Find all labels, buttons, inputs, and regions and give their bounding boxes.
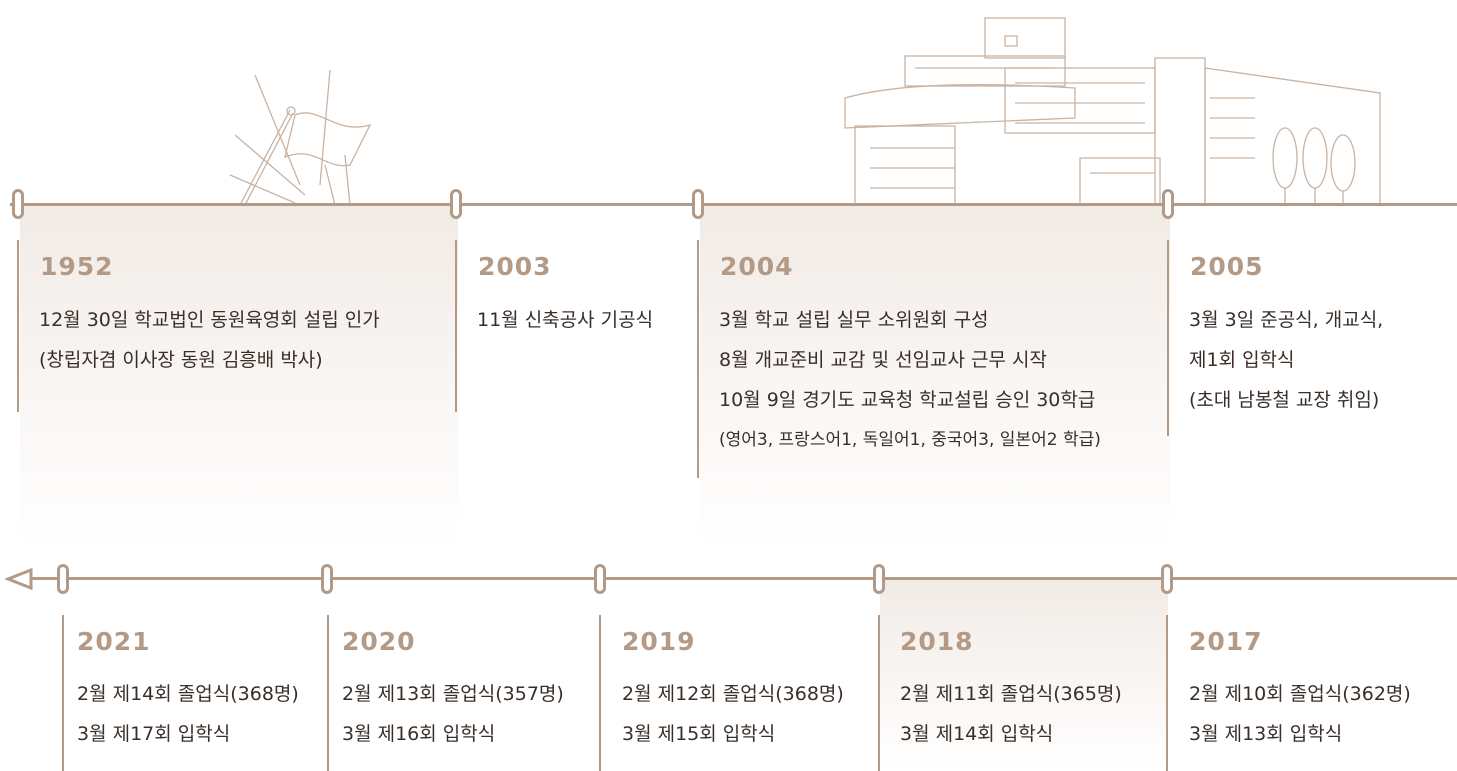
timeline-node — [57, 564, 69, 594]
timeline-node — [1161, 564, 1173, 594]
event-line: 10월 9일 경기도 교육청 학교설립 승인 30학급 — [719, 389, 1096, 411]
event-line: (영어3, 프랑스어1, 독일어1, 중국어3, 일본어2 학급) — [719, 430, 1101, 450]
event-line: 3월 3일 준공식, 개교식, — [1189, 309, 1384, 331]
event-list: 12월 30일 학교법인 동원육영회 설립 인가 (창립자겸 이사장 동원 김흥… — [39, 300, 380, 380]
timeline-node — [692, 189, 704, 219]
event-line: 12월 30일 학교법인 동원육영회 설립 인가 — [39, 309, 380, 331]
timeline-node — [12, 189, 24, 219]
year-label: 1952 — [40, 252, 114, 281]
event-line: 3월 제16회 입학식 — [342, 723, 496, 745]
highlight-2004 — [700, 206, 1170, 546]
year-label: 2004 — [720, 252, 794, 281]
event-list: 3월 3일 준공식, 개교식, 제1회 입학식 (초대 남봉철 교장 취임) — [1189, 300, 1383, 420]
event-line: 3월 제14회 입학식 — [900, 723, 1054, 745]
timeline-node — [873, 564, 885, 594]
event-list: 2월 제11회 졸업식(365명) 3월 제14회 입학식 — [900, 674, 1122, 754]
year-label: 2021 — [77, 627, 151, 656]
timeline-bottom-line — [30, 577, 1457, 580]
entry-divider — [455, 240, 457, 412]
entry-divider — [62, 615, 64, 771]
highlight-2018 — [880, 580, 1168, 771]
event-list: 11월 신축공사 기공식 — [477, 300, 653, 340]
event-line: 3월 제13회 입학식 — [1189, 723, 1343, 745]
flag-illustration — [229, 69, 372, 205]
event-line: 2월 제10회 졸업식(362명) — [1189, 683, 1411, 705]
year-label: 2017 — [1189, 627, 1263, 656]
highlight-1952 — [20, 206, 458, 546]
event-line: 2월 제13회 졸업식(357명) — [342, 683, 564, 705]
year-label: 2020 — [342, 627, 416, 656]
year-label: 2019 — [622, 627, 696, 656]
timeline-node — [450, 189, 462, 219]
school-building-illustration — [844, 17, 1381, 205]
entry-divider — [1166, 615, 1168, 771]
entry-divider — [1167, 240, 1169, 436]
event-line: 8월 개교준비 교감 및 선임교사 근무 시작 — [719, 349, 1048, 371]
event-list: 2월 제14회 졸업식(368명) 3월 제17회 입학식 — [77, 674, 299, 754]
entry-divider — [697, 240, 699, 478]
entry-divider — [599, 615, 601, 771]
timeline-top-line — [10, 203, 1457, 206]
event-line: (창립자겸 이사장 동원 김흥배 박사) — [39, 349, 323, 371]
event-line: 제1회 입학식 — [1189, 349, 1295, 371]
event-line: (초대 남봉철 교장 취임) — [1189, 389, 1380, 411]
timeline-node — [594, 564, 606, 594]
event-list: 2월 제13회 졸업식(357명) 3월 제16회 입학식 — [342, 674, 564, 754]
year-label: 2018 — [900, 627, 974, 656]
event-list: 2월 제10회 졸업식(362명) 3월 제13회 입학식 — [1189, 674, 1411, 754]
event-line: 3월 학교 설립 실무 소위원회 구성 — [719, 309, 989, 331]
event-line: 2월 제11회 졸업식(365명) — [900, 683, 1122, 705]
timeline-node — [1162, 189, 1174, 219]
event-list: 2월 제12회 졸업식(368명) 3월 제15회 입학식 — [622, 674, 844, 754]
event-line: 2월 제12회 졸업식(368명) — [622, 683, 844, 705]
event-line: 2월 제14회 졸업식(368명) — [77, 683, 299, 705]
event-line: 3월 제15회 입학식 — [622, 723, 776, 745]
event-line: 3월 제17회 입학식 — [77, 723, 231, 745]
year-label: 2005 — [1190, 252, 1264, 281]
timeline-node — [321, 564, 333, 594]
event-line: 11월 신축공사 기공식 — [477, 309, 654, 331]
entry-divider — [878, 615, 880, 771]
year-label: 2003 — [478, 252, 552, 281]
arrow-left-icon — [5, 568, 33, 590]
entry-divider — [17, 240, 19, 412]
entry-divider — [327, 615, 329, 771]
event-list: 3월 학교 설립 실무 소위원회 구성 8월 개교준비 교감 및 선임교사 근무… — [719, 300, 1101, 460]
